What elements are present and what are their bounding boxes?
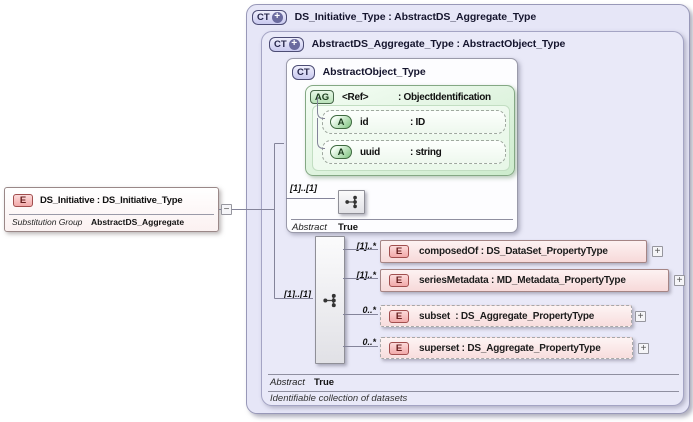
attribute-group-name: <Ref> [342, 91, 369, 103]
element-subset[interactable]: E subset : DS_Aggregate_PropertyType [380, 305, 632, 327]
base-type-title: AbstractObject_Type [322, 66, 426, 78]
element-label: subset : DS_Aggregate_PropertyType [419, 310, 595, 322]
element-ds-initiative[interactable]: E DS_Initiative : DS_Initiative_Type Sub… [4, 187, 219, 232]
cardinality-label: [1]..* [356, 270, 376, 280]
element-icon: E [389, 309, 409, 323]
box-ds-initiative-type: CT+ DS_Initiative_Type : AbstractDS_Aggr… [246, 4, 690, 414]
divider [268, 374, 679, 375]
sequence-icon [344, 195, 357, 209]
attribute-icon: A [330, 145, 352, 159]
divider [268, 391, 679, 392]
type-annotation: Identifiable collection of datasets [270, 393, 408, 404]
expand-toggle-icon[interactable]: + [652, 246, 663, 257]
cardinality-label: 0..* [362, 337, 376, 347]
substitution-group-row: Substitution Group AbstractDS_Aggregate [5, 217, 218, 231]
expand-toggle-icon[interactable]: + [674, 275, 685, 286]
derived-plus-icon: + [288, 38, 300, 50]
element-series-metadata[interactable]: E seriesMetadata : MD_Metadata_PropertyT… [380, 269, 669, 292]
attribute-type: : string [410, 146, 442, 158]
abstract-value: True [338, 222, 359, 233]
sequence-icon [322, 293, 336, 307]
attribute-name: id [360, 116, 369, 128]
base-sequence-cardinality: [1]..[1] [290, 183, 317, 193]
element-title: DS_Initiative : DS_Initiative_Type [40, 195, 183, 206]
attribute-group-icon: AG [310, 90, 334, 104]
derived-plus-icon: + [271, 11, 283, 23]
cardinality-label: 0..* [362, 305, 376, 315]
attribute-group-type: : ObjectIdentification [398, 91, 491, 103]
collapse-toggle-icon[interactable]: − [221, 204, 232, 215]
inner-sequence-cardinality: [1]..[1] [284, 289, 311, 299]
element-icon: E [13, 194, 33, 207]
substitution-group-value: AbstractDS_Aggregate [91, 217, 185, 227]
element-icon: E [389, 341, 409, 355]
element-label: seriesMetadata : MD_Metadata_PropertyTyp… [419, 275, 626, 286]
expand-toggle-icon[interactable]: + [638, 343, 649, 354]
sequence-compositor-icon[interactable] [338, 190, 365, 214]
box-attribute-group-ref[interactable]: AG <Ref> : ObjectIdentification A id : I… [305, 85, 515, 176]
complex-type-icon: CT+ [252, 9, 287, 25]
abstract-label: Abstract [270, 377, 305, 388]
element-label: composedOf : DS_DataSet_PropertyType [419, 246, 608, 257]
expand-toggle-icon[interactable]: + [635, 311, 646, 322]
attribute-uuid[interactable]: A uuid : string [322, 140, 506, 164]
abstract-value: True [314, 377, 335, 388]
divider [9, 214, 214, 215]
box-abstract-ds-aggregate-type: CT+ AbstractDS_Aggregate_Type : Abstract… [261, 31, 685, 406]
complex-type-icon: CT+ [269, 36, 304, 52]
attribute-id[interactable]: A id : ID [322, 110, 506, 134]
substitution-group-label: Substitution Group [12, 217, 83, 227]
attribute-name: uuid [360, 146, 380, 158]
element-icon: E [389, 274, 409, 287]
divider [291, 219, 513, 220]
abstract-label: Abstract [292, 222, 327, 233]
inner-type-title: AbstractDS_Aggregate_Type : AbstractObje… [311, 38, 566, 50]
outer-type-title: DS_Initiative_Type : AbstractDS_Aggregat… [294, 11, 537, 23]
sequence-compositor-icon[interactable] [315, 236, 345, 364]
element-superset[interactable]: E superset : DS_Aggregate_PropertyType [380, 337, 633, 359]
element-composed-of[interactable]: E composedOf : DS_DataSet_PropertyType [380, 240, 647, 263]
element-icon: E [389, 245, 409, 258]
attribute-icon: A [330, 115, 352, 129]
attribute-type: : ID [410, 116, 425, 128]
box-abstract-object-type: CT AbstractObject_Type AG <Ref> : Object… [286, 58, 518, 233]
cardinality-label: [1]..* [356, 241, 376, 251]
complex-type-icon: CT [292, 64, 315, 80]
element-label: superset : DS_Aggregate_PropertyType [419, 342, 601, 354]
